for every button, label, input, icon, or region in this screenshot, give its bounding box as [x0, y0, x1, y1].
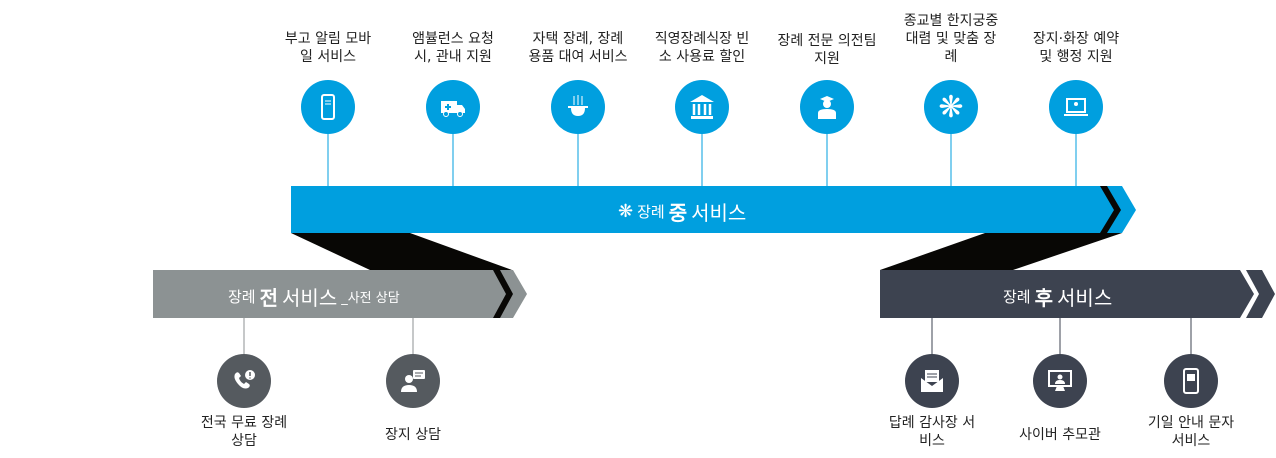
chrysanthemum-icon: ❋: [618, 201, 634, 222]
ambulance-icon: [426, 80, 480, 134]
incense-burner-icon: [551, 80, 605, 134]
during-item-label: 종교별 한지궁중대렴 및 맞춤 장례: [903, 13, 999, 65]
chrysanthemum-icon: ❋: [924, 80, 978, 134]
mobile-message-icon: [1164, 354, 1218, 408]
during-item-label: 앰뷸런스 요청 시, 관내 지원: [412, 31, 494, 65]
during-item-label: 직영장례식장 빈소 사용료 할인: [654, 31, 750, 65]
staff-icon: [800, 80, 854, 134]
right-shadow: [880, 233, 1122, 270]
after-item-label: 답례 감사장 서비스: [888, 415, 976, 449]
before-chevron: [493, 270, 513, 318]
building-icon: [675, 80, 729, 134]
during-item-label: 장례 전문 의전팀 지원: [777, 33, 877, 67]
monitor-icon: [1033, 354, 1087, 408]
before-item-label: 전국 무료 장례 상담: [200, 415, 288, 449]
before-bar: [153, 270, 527, 318]
smartphone-icon: [301, 80, 355, 134]
after-bar: [880, 270, 1254, 318]
during-chevron: [1100, 186, 1121, 233]
during-item-label: 장지·화장 예약 및 행정 지원: [1032, 31, 1120, 65]
consult-icon: [386, 354, 440, 408]
during-item-label: 자택 장례, 장례 용품 대여 서비스: [528, 31, 628, 65]
laptop-icon: [1049, 80, 1103, 134]
during-bar: [291, 186, 1136, 233]
after-item-label: 기일 안내 문자 서비스: [1147, 415, 1235, 449]
during-item-label: 부고 알림 모바일 서비스: [284, 31, 372, 65]
after-item-label: 사이버 추모관: [1019, 427, 1101, 443]
phone-icon: [217, 354, 271, 408]
after-chevron: [1246, 270, 1275, 318]
before-item-label: 장지 상담: [385, 427, 441, 443]
left-shadow: [291, 233, 512, 270]
top-connectors: [327, 134, 1077, 186]
letter-icon: [905, 354, 959, 408]
